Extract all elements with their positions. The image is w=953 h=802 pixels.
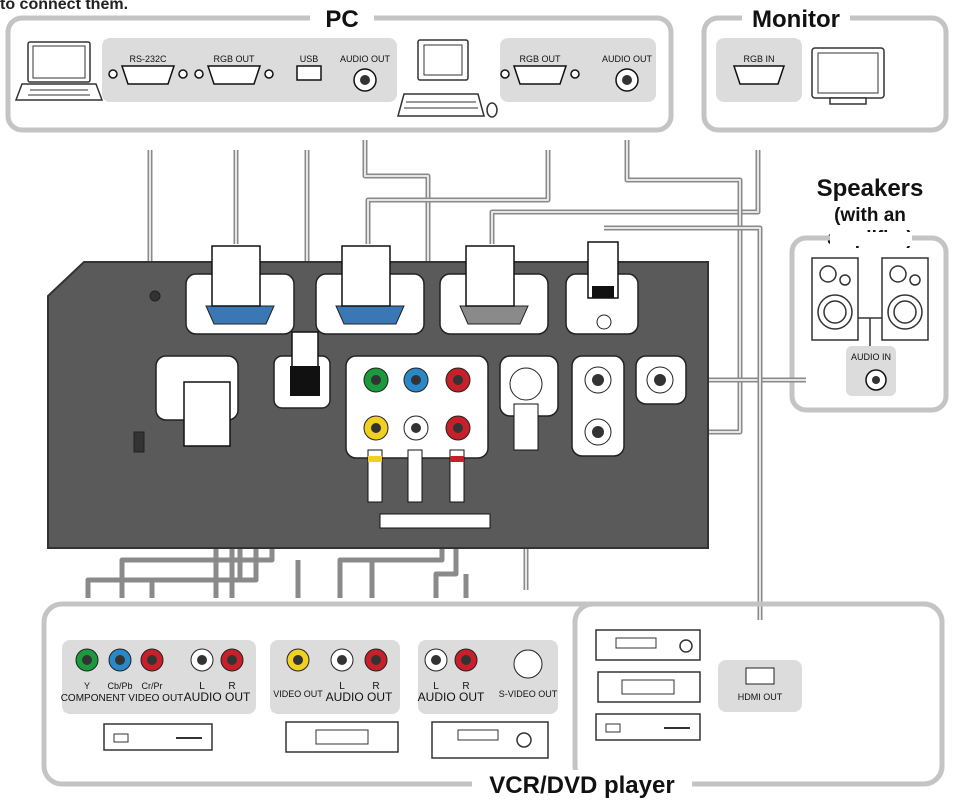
speaker-right-icon xyxy=(881,257,929,341)
vcr-title: VCR/DVD player xyxy=(489,772,674,799)
vcr-icon-2 xyxy=(597,671,701,703)
l-label-1: L xyxy=(199,681,205,692)
laptop-icon xyxy=(14,41,104,101)
rgb-out-port-1: RGB OUT xyxy=(194,54,274,85)
desktop-pc-icon xyxy=(397,39,498,118)
r-label-1: R xyxy=(228,681,235,692)
rgb-in-port: RGB IN xyxy=(732,54,786,85)
monitor-icon xyxy=(811,47,885,105)
rgb-out-label-1: RGB OUT xyxy=(213,54,255,64)
vcr-icon-1 xyxy=(285,721,399,753)
cb-pb-label: Cb/Pb xyxy=(107,681,132,691)
projector-vga-port-2 xyxy=(315,245,425,335)
projector-monitor-out-port xyxy=(439,245,549,335)
r-label-2: R xyxy=(372,681,379,692)
av-receiver-icon-1 xyxy=(431,721,549,759)
speakers-group: Speakers (with an amplifier) AUDIO IN xyxy=(789,175,949,413)
s-video-out-label: S-VIDEO OUT xyxy=(499,689,558,699)
l-label-2: L xyxy=(339,681,345,692)
projector-vga-port-1 xyxy=(185,245,295,335)
audio-in-label: AUDIO IN xyxy=(851,352,891,362)
hdmi-out-label: HDMI OUT xyxy=(738,692,783,702)
dvd-player-icon-2 xyxy=(595,713,701,741)
projector-usb-port xyxy=(273,331,331,409)
av-receiver-icon-2 xyxy=(595,629,701,661)
l-label-3: L xyxy=(433,681,439,692)
dvd-player-icon-1 xyxy=(103,723,213,751)
projector-av-ports xyxy=(345,355,489,459)
hdmi-panel xyxy=(718,660,802,712)
audio-out-label-vcr-1: AUDIO OUT xyxy=(184,690,251,704)
rs232c-port: RS-232C xyxy=(108,54,188,85)
projector-audio-out-port xyxy=(635,355,687,405)
speakers-subtitle-1: (with an xyxy=(834,205,906,226)
rgb-out-label-2: RGB OUT xyxy=(519,54,561,64)
projector-s-video-port xyxy=(499,355,559,451)
audio-out-port-1: AUDIO OUT xyxy=(340,54,391,92)
r-label-3: R xyxy=(462,681,469,692)
pc-group: PC RS-232C RGB OUT USB AUDIO OUT xyxy=(5,4,674,133)
vcr-dvd-group: VCR/DVD player Y Cb/Pb Cr/Pr COMPONENT V… xyxy=(41,601,945,799)
speakers-title: Speakers xyxy=(817,175,924,202)
rs232c-label: RS-232C xyxy=(129,54,167,64)
y-label: Y xyxy=(84,681,90,691)
rgb-out-port-2: RGB OUT xyxy=(500,54,580,85)
usb-label: USB xyxy=(300,54,319,64)
audio-out-label-1: AUDIO OUT xyxy=(340,54,391,64)
audio-out-label-2: AUDIO OUT xyxy=(602,54,653,64)
usb-port: USB xyxy=(296,54,322,81)
audio-out-port-2: AUDIO OUT xyxy=(602,54,653,92)
speaker-left-icon xyxy=(811,257,859,341)
projector xyxy=(47,241,709,549)
rgb-in-label: RGB IN xyxy=(743,54,774,64)
monitor-group: Monitor RGB IN xyxy=(701,4,949,133)
projector-hdmi-port xyxy=(565,241,639,335)
video-out-label: VIDEO OUT xyxy=(273,689,323,699)
caption-top: to connect them. xyxy=(0,0,128,13)
audio-out-label-vcr-2: AUDIO OUT xyxy=(326,690,393,704)
projector-control-port xyxy=(155,355,239,447)
cr-pr-label: Cr/Pr xyxy=(142,681,163,691)
pc-title: PC xyxy=(325,6,358,33)
component-video-out-label: COMPONENT VIDEO OUT xyxy=(61,693,184,704)
projector-audio-ports xyxy=(571,355,625,457)
monitor-title: Monitor xyxy=(752,6,840,33)
audio-out-label-vcr-3: AUDIO OUT xyxy=(418,690,485,704)
